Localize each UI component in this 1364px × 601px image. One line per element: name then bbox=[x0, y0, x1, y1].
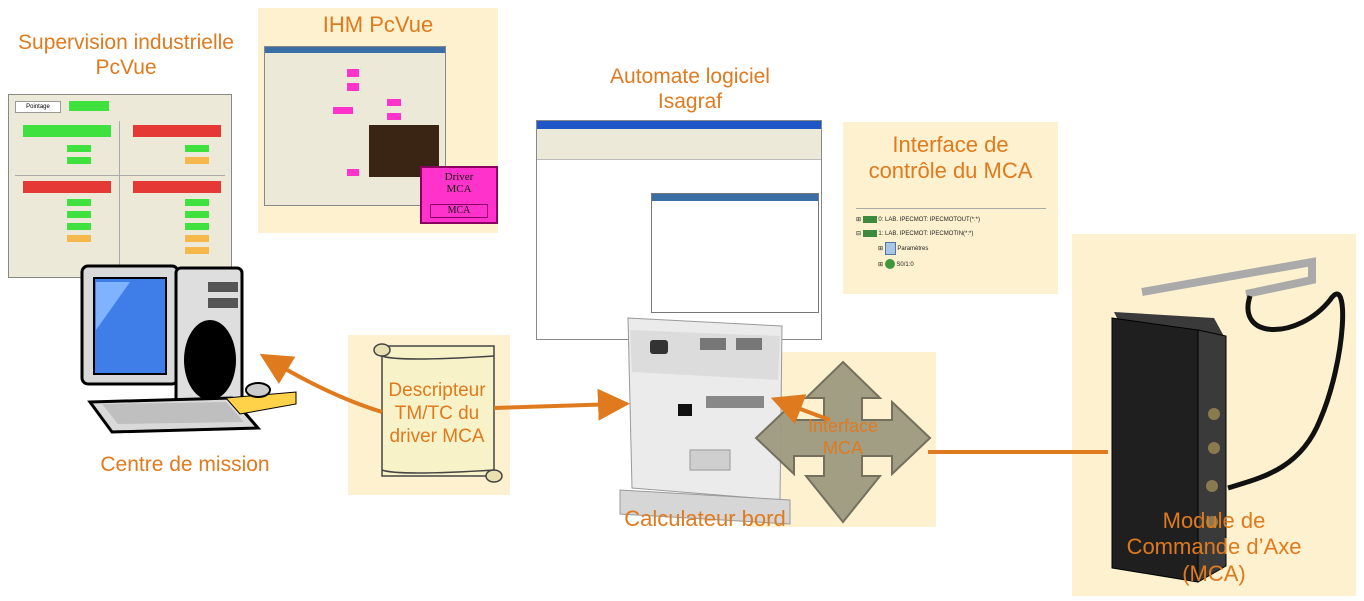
interface-mca-label: Interface MCA bbox=[807, 416, 879, 458]
driver-mca-box: Driver MCA MCA bbox=[420, 166, 498, 224]
mca-module-icon bbox=[1111, 257, 1346, 583]
status-indicator bbox=[69, 101, 109, 111]
isagraf-titlebar bbox=[537, 121, 821, 129]
gear-icon bbox=[862, 229, 877, 237]
value-cell bbox=[185, 157, 209, 164]
tree-item: ⊞ S0/1:0 bbox=[856, 257, 1046, 273]
magenta-cell bbox=[387, 99, 401, 106]
scroll-icon bbox=[373, 343, 503, 483]
interface-ctrl-label: Interface de contrôle du MCA bbox=[868, 132, 1033, 184]
value-cell bbox=[185, 211, 209, 218]
supervision-header: Pointage bbox=[15, 101, 61, 113]
value-cell bbox=[185, 235, 209, 242]
descripteur-label: Descripteur TM/TC du driver MCA bbox=[388, 380, 486, 447]
value-cell bbox=[185, 145, 209, 152]
supervision-window: Pointage bbox=[8, 94, 232, 278]
isagraf-window bbox=[536, 120, 822, 340]
interface-tree: ⊞ 0: LAB. IPECMOT: IPECMOTOUT(*:*) ⊟ 1: … bbox=[856, 208, 1046, 288]
status-bar-red bbox=[23, 181, 111, 193]
value-cell bbox=[67, 235, 91, 242]
magenta-cell bbox=[347, 69, 359, 77]
supervision-label: Supervision industrielle PcVue bbox=[18, 31, 234, 80]
status-bar-red bbox=[133, 181, 221, 193]
magenta-cell bbox=[347, 169, 359, 176]
computer-icon bbox=[80, 264, 297, 434]
calculator-icon bbox=[619, 317, 791, 525]
arrow-to-interface bbox=[770, 394, 831, 425]
value-cell bbox=[67, 223, 91, 230]
driver-label: Driver MCA bbox=[444, 171, 474, 196]
centre-label: Centre de mission bbox=[100, 453, 270, 476]
ihm-titlebar bbox=[265, 47, 445, 53]
ihm-label: IHM PcVue bbox=[322, 12, 434, 37]
mca-button: MCA bbox=[430, 204, 488, 218]
value-cell bbox=[185, 223, 209, 230]
arrow-to-centre bbox=[259, 353, 383, 414]
magenta-cell bbox=[333, 107, 353, 114]
value-cell bbox=[67, 157, 91, 164]
arrow-to-calculator bbox=[493, 388, 630, 421]
automate-label: Automate logiciel Isagraf bbox=[610, 65, 770, 114]
ihm-window bbox=[264, 46, 446, 206]
isagraf-subwindow bbox=[651, 193, 819, 313]
status-bar-green bbox=[23, 125, 111, 137]
isagraf-toolbar bbox=[537, 129, 821, 160]
value-cell bbox=[67, 199, 91, 206]
calculateur-label: Calculateur bord bbox=[624, 506, 786, 531]
value-cell bbox=[67, 145, 91, 152]
module-label: Module de Commande d’Axe (MCA) bbox=[1126, 508, 1302, 586]
document-icon bbox=[884, 241, 896, 255]
gear-icon bbox=[862, 215, 877, 223]
tree-item: ⊞ Paramètres bbox=[856, 241, 1046, 257]
tree-item: ⊞ 0: LAB. IPECMOT: IPECMOTOUT(*:*) bbox=[856, 215, 980, 223]
value-cell bbox=[185, 247, 209, 254]
plug-icon bbox=[884, 259, 895, 270]
status-bar-red bbox=[133, 125, 221, 137]
divider bbox=[119, 121, 120, 271]
divider bbox=[15, 175, 225, 176]
magenta-cell bbox=[347, 83, 359, 91]
value-cell bbox=[185, 199, 209, 206]
tree-item: ⊟ 1: LAB. IPECMOT: IPECMOTIN(*:*) bbox=[856, 229, 974, 237]
magenta-cell bbox=[387, 113, 401, 120]
value-cell bbox=[67, 211, 91, 218]
